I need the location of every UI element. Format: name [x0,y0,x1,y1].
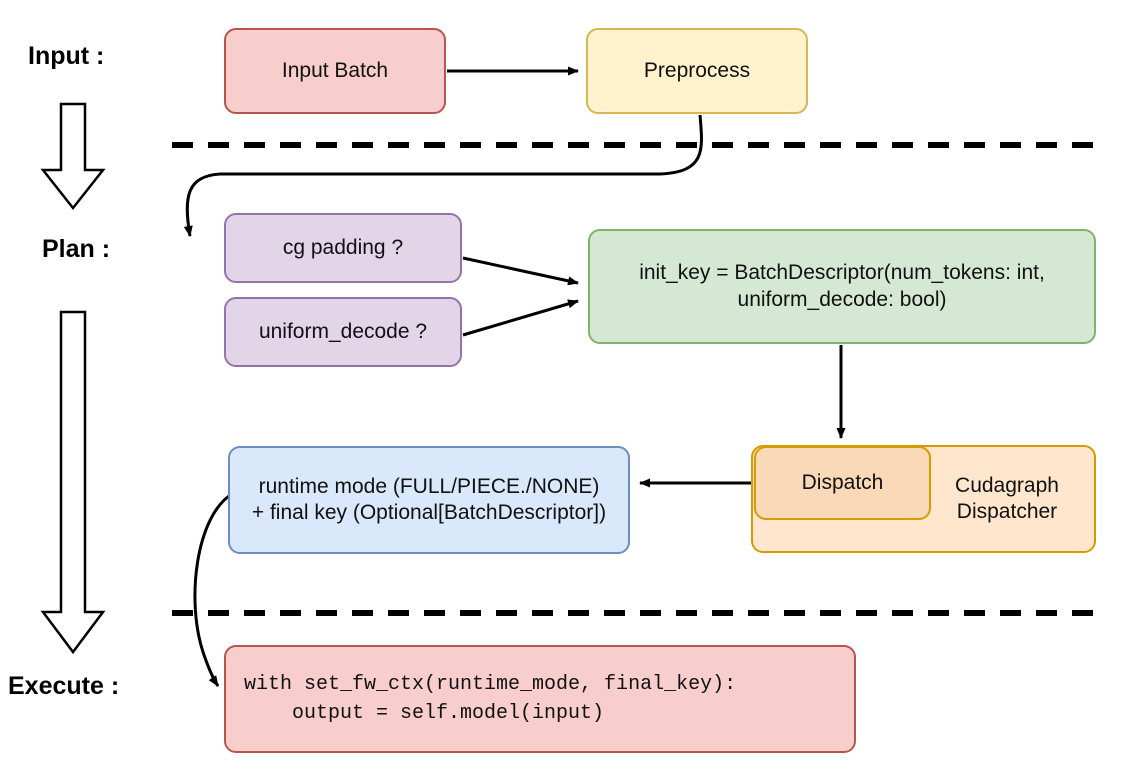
node-execute-code-line-1: with set_fw_ctx(runtime_mode, final_key)… [244,673,737,696]
node-execute-code[interactable]: with set_fw_ctx(runtime_mode, final_key)… [224,645,856,753]
node-dispatch-label: Dispatch [801,470,884,494]
node-uniform-decode-label: uniform_decode ? [258,319,428,343]
node-input-batch-label: Input Batch [281,58,389,82]
node-runtime-mode[interactable]: runtime mode (FULL/PIECE./NONE) + final … [228,446,630,554]
runtime-mode-to-execute-connector [193,492,233,687]
node-input-batch[interactable]: Input Batch [224,28,446,114]
node-uniform-decode[interactable]: uniform_decode ? [224,297,462,367]
stage-label-execute: Execute : [8,672,120,700]
node-cudagraph-dispatcher-line-1: Cudagraph [955,473,1059,497]
stage-label-input: Input : [28,42,105,70]
node-cg-padding-label: cg padding ? [282,235,404,259]
node-runtime-mode-line-1: runtime mode (FULL/PIECE./NONE) [258,474,600,498]
node-preprocess[interactable]: Preprocess [586,28,808,114]
node-init-key-line-1: init_key = BatchDescriptor(num_tokens: i… [639,261,1045,285]
stage-label-plan: Plan : [42,235,111,263]
node-runtime-mode-line-2: + final key (Optional[BatchDescriptor]) [251,501,607,524]
node-cg-padding[interactable]: cg padding ? [224,213,462,283]
node-execute-code-line-2: output = self.model(input) [244,702,605,725]
node-dispatch[interactable]: Dispatch [754,446,931,520]
cg-padding-to-init-key-connector [462,256,579,286]
uniform-decode-to-init-key-connector [462,299,579,337]
preprocess-to-cg-padding-connector [183,114,703,237]
node-init-key-line-2: uniform_decode: bool) [737,287,947,311]
plan-to-execute-block-arrow [40,310,106,655]
node-cudagraph-dispatcher-line-2: Dispatcher [956,500,1058,523]
node-init-key[interactable]: init_key = BatchDescriptor(num_tokens: i… [588,229,1096,344]
input-to-plan-block-arrow [40,102,106,211]
node-preprocess-label: Preprocess [643,58,751,82]
